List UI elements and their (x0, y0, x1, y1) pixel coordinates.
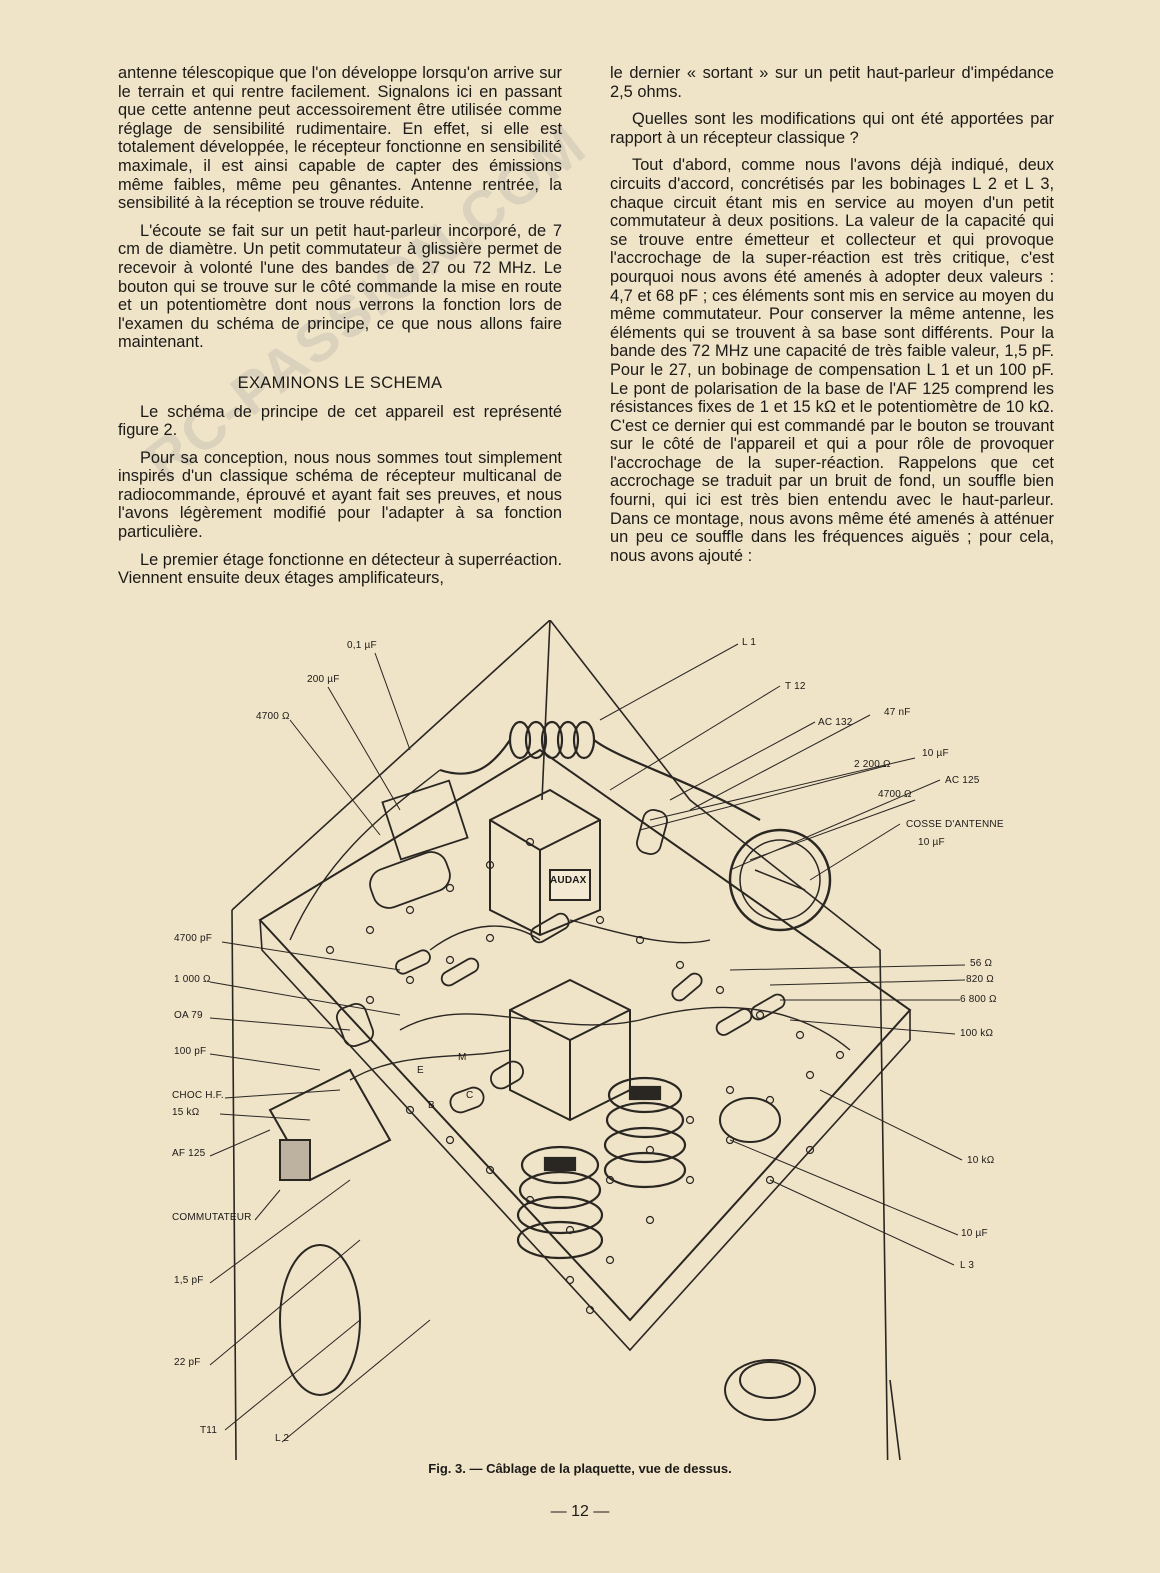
label-t11: T11 (200, 1425, 218, 1436)
label-10uf-cosse: 10 µF (918, 837, 945, 848)
wiring-figure: 0,1 µF 200 µF 4700 Ω L 1 T 12 AC 132 47 … (170, 620, 1050, 1460)
right-text-column: le dernier « sortant » sur un petit haut… (610, 64, 1054, 574)
label-commutateur: COMMUTATEUR (172, 1212, 252, 1223)
left-paragraph-1: antenne télescopique que l'on développe … (118, 64, 562, 213)
right-paragraph-1: le dernier « sortant » sur un petit haut… (610, 64, 1054, 101)
label-audax: AUDAX (550, 875, 587, 886)
knob-drawing (724, 1359, 816, 1421)
label-l2: L 2 (275, 1433, 290, 1444)
label-2200-ohm: 2 200 Ω (854, 759, 891, 770)
label-pin-b: B (428, 1100, 435, 1111)
label-t12: T 12 (785, 681, 806, 692)
label-choc-hf: CHOC H.F. (172, 1090, 224, 1101)
transformer-top-drawing (489, 788, 601, 937)
label-100pf: 100 pF (174, 1046, 207, 1057)
label-1-5pf: 1,5 pF (174, 1275, 204, 1286)
label-56-ohm: 56 Ω (970, 958, 993, 969)
label-100k-ohm: 100 kΩ (960, 1028, 994, 1039)
label-10uf-top: 10 µF (922, 748, 949, 759)
components-drawing (335, 779, 786, 1114)
board-outline (258, 748, 912, 1322)
label-10k-ohm: 10 kΩ (967, 1155, 995, 1166)
label-pin-m: M (458, 1052, 467, 1063)
label-4700-ohm-right: 4700 Ω (878, 789, 912, 800)
label-10uf-right: 10 µF (961, 1228, 988, 1239)
left-paragraph-5: Le premier étage fonctionne en détecteur… (118, 550, 562, 588)
coil-l1-drawing (439, 720, 761, 821)
switch-drawing (268, 1068, 392, 1182)
right-paragraph-2: Quelles sont les modifications qui ont é… (610, 110, 1054, 147)
left-paragraph-4: Pour sa conception, nous nous sommes tou… (118, 448, 562, 542)
speaker-drawing (279, 1244, 361, 1396)
box-outline (231, 620, 889, 1460)
label-0-1uf: 0,1 µF (347, 640, 377, 651)
transformer-middle-drawing (509, 978, 631, 1122)
label-pin-e: E (417, 1065, 424, 1076)
figure-caption: Fig. 3. — Câblage de la plaquette, vue d… (428, 1461, 732, 1476)
label-4700pf: 4700 pF (174, 933, 213, 944)
label-1000-ohm: 1 000 Ω (174, 974, 211, 985)
label-6800-ohm: 6 800 Ω (960, 994, 997, 1005)
label-pin-c: C (466, 1090, 474, 1101)
label-15k-ohm: 15 kΩ (172, 1107, 200, 1118)
coil-l2-drawing (516, 1145, 604, 1260)
label-cosse-antenne: COSSE D'ANTENNE (906, 819, 1004, 830)
label-l3: L 3 (960, 1260, 975, 1271)
label-4700-ohm-top: 4700 Ω (256, 711, 290, 722)
label-ac125: AC 125 (945, 775, 980, 786)
speaker-hole (719, 1097, 781, 1143)
left-text-column: antenne télescopique que l'on développe … (118, 64, 562, 597)
label-ac132: AC 132 (818, 717, 853, 728)
coil-l3-drawing (603, 1076, 687, 1189)
label-22pf: 22 pF (174, 1357, 201, 1368)
label-200uf: 200 µF (307, 674, 340, 685)
label-l1: L 1 (742, 637, 757, 648)
antenna-lug-drawing (728, 828, 832, 932)
page-number: — 12 — (550, 1503, 610, 1520)
left-paragraph-3: Le schéma de principe de cet appareil es… (118, 402, 562, 440)
section-heading: EXAMINONS LE SCHEMA (237, 373, 443, 392)
label-oa79: OA 79 (174, 1010, 203, 1021)
left-paragraph-2: L'écoute se fait sur un petit haut-parle… (118, 221, 562, 352)
wiring-drawing (209, 620, 966, 1460)
label-47nf: 47 nF (884, 707, 911, 718)
label-af125: AF 125 (172, 1148, 206, 1159)
right-paragraph-3: Tout d'abord, comme nous l'avons déjà in… (610, 156, 1054, 565)
label-820-ohm: 820 Ω (966, 974, 994, 985)
